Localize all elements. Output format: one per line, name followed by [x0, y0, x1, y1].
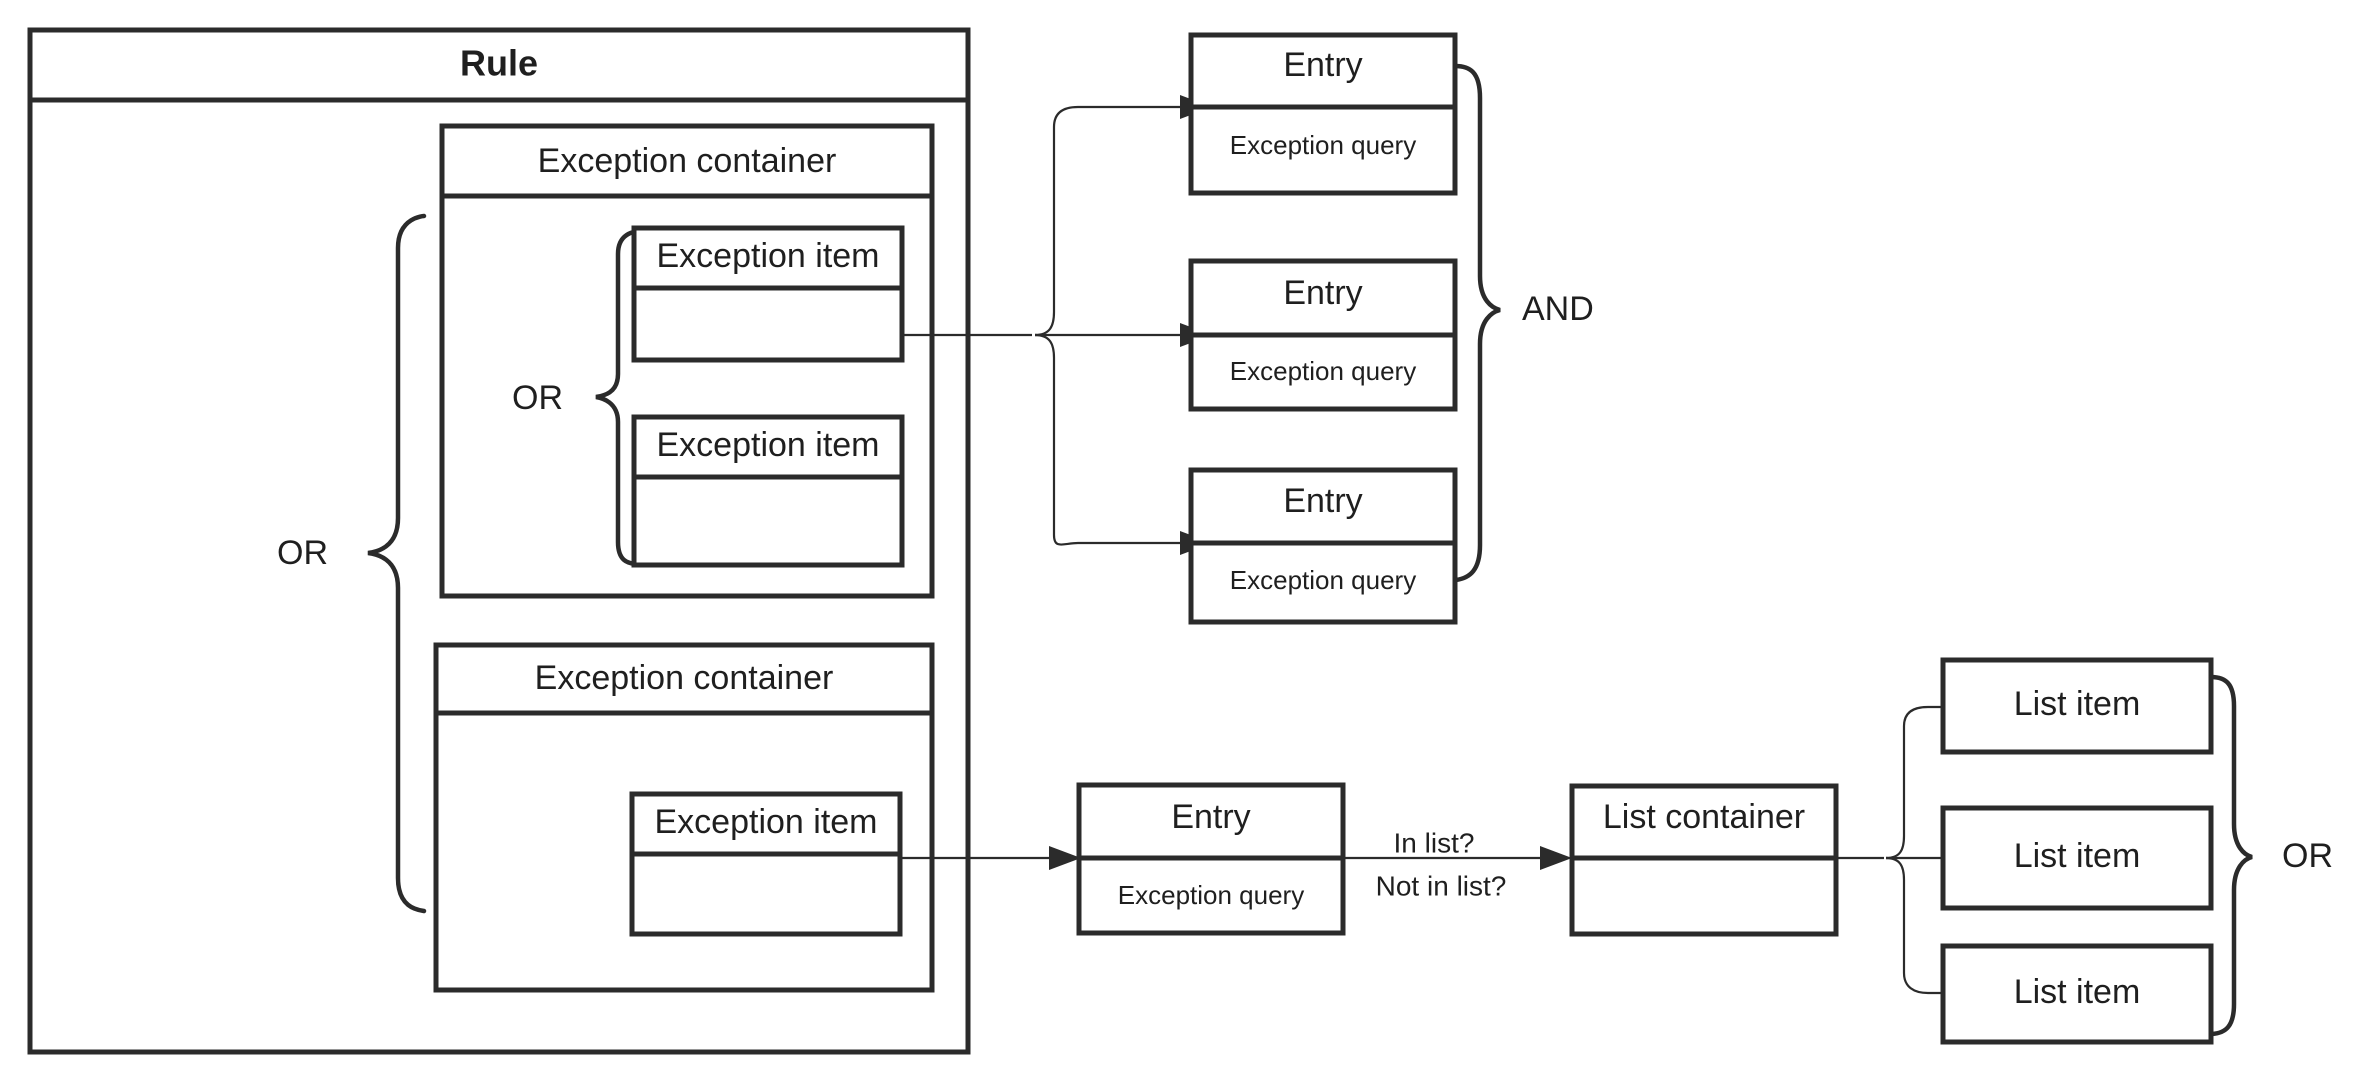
list-items-or-brace	[2208, 674, 2253, 1037]
exception-item-1-2[interactable]: Exception item	[631, 414, 905, 568]
rule-or-label: OR	[277, 534, 328, 572]
list-item-1[interactable]: List item	[1940, 657, 2214, 755]
exception-container-1-or-brace	[595, 229, 638, 567]
entry-box-1[interactable]: Entry Exception query	[1188, 32, 1458, 196]
exception-item-1-1-label: Exception item	[657, 237, 880, 275]
entry-1-body: Exception query	[1230, 130, 1416, 160]
entry-3-header: Entry	[1283, 482, 1362, 520]
entry-box-3[interactable]: Entry Exception query	[1188, 467, 1458, 625]
entry-3-body: Exception query	[1230, 565, 1416, 595]
and-label: AND	[1522, 290, 1594, 328]
entry-box-2[interactable]: Entry Exception query	[1188, 258, 1458, 412]
list-item-3-label: List item	[2014, 973, 2141, 1011]
entry-box-bottom[interactable]: Entry Exception query	[1076, 782, 1346, 936]
list-container-box[interactable]: List container	[1569, 783, 1839, 937]
list-item-2-label: List item	[2014, 837, 2141, 875]
exception-item-2-1[interactable]: Exception item	[629, 791, 903, 937]
exception-container-1-or-label: OR	[512, 379, 563, 417]
rule-title: Rule	[460, 43, 538, 84]
exception-item-1-1[interactable]: Exception item	[631, 225, 905, 363]
exception-item-2-1-label: Exception item	[655, 803, 878, 841]
edge-label-in-list: In list?	[1394, 827, 1475, 858]
list-container-header: List container	[1603, 798, 1805, 836]
entry-bottom-body: Exception query	[1118, 880, 1304, 910]
list-item-2[interactable]: List item	[1940, 805, 2214, 911]
rule-or-brace	[367, 213, 427, 914]
and-brace	[1452, 63, 1501, 583]
list-item-3[interactable]: List item	[1940, 943, 2214, 1045]
entry-2-body: Exception query	[1230, 356, 1416, 386]
connector-exception-item-to-entries	[902, 95, 1212, 555]
edge-label-not-in-list: Not in list?	[1376, 870, 1507, 901]
list-or-label: OR	[2282, 837, 2333, 875]
entry-bottom-header: Entry	[1171, 798, 1250, 836]
exception-item-1-2-label: Exception item	[657, 426, 880, 464]
list-item-1-label: List item	[2014, 685, 2141, 723]
connector-entry-to-list-container: In list? Not in list?	[1343, 827, 1572, 901]
entry-1-header: Entry	[1283, 46, 1362, 84]
entry-2-header: Entry	[1283, 274, 1362, 312]
exception-container-1-title: Exception container	[538, 142, 837, 180]
exception-container-2-title: Exception container	[535, 659, 834, 697]
connector-exception-item-to-entry-bottom	[900, 846, 1081, 870]
